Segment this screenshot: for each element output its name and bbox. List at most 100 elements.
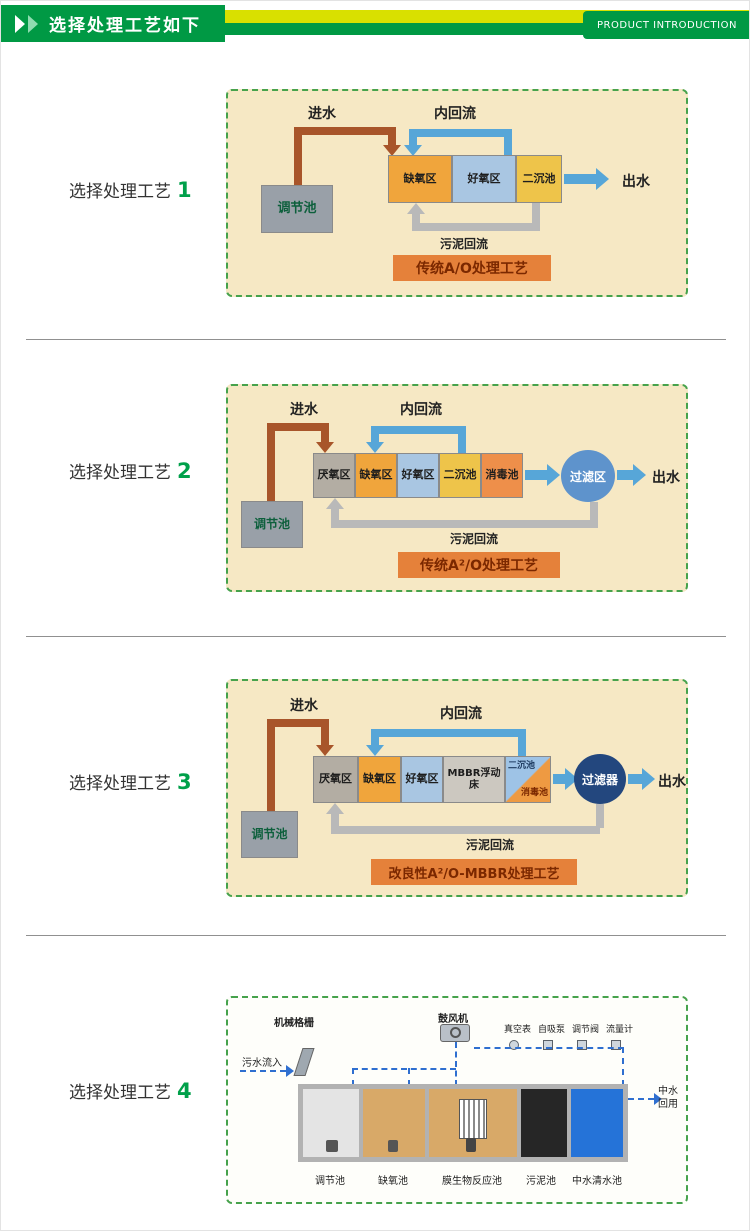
tank-label-anoxic: 缺氧池 — [378, 1176, 408, 1187]
influent-label: 进水 — [290, 402, 318, 418]
process-title: 改良性A²/O-MBBR处理工艺 — [371, 859, 577, 885]
section-number: 2 — [177, 459, 192, 483]
reflux-arrowhead — [404, 145, 422, 156]
section-divider — [26, 636, 726, 637]
effluent-label: 出水 — [652, 470, 680, 486]
pipe — [474, 1047, 624, 1049]
anoxic-tank: 缺氧区 — [388, 155, 452, 203]
influent-pipe — [294, 127, 302, 187]
sludge-pipe — [596, 804, 604, 828]
process-diagram-3: 进水 调节池 内回流 厌氧区 缺氧区 好氧区 MBBR浮动床 二沉池 消毒池 过… — [226, 679, 688, 897]
tank-label-mbr: 膜生物反应池 — [442, 1176, 502, 1187]
regulating-valve-icon — [577, 1040, 587, 1050]
internal-reflux-label: 内回流 — [440, 706, 482, 722]
section-label-text: 选择处理工艺 — [69, 463, 171, 483]
pipe — [622, 1047, 624, 1097]
regulation-tank: 调节池 — [241, 811, 298, 858]
effluent-label: 出水 — [622, 174, 650, 190]
pipe — [628, 1098, 654, 1100]
section-label-text: 选择处理工艺 — [69, 182, 171, 202]
anoxic-tank: 缺氧区 — [355, 453, 397, 498]
sludge-pipe — [331, 826, 600, 834]
pipe — [352, 1068, 354, 1086]
section-label-text: 选择处理工艺 — [69, 1083, 171, 1103]
sludge-arrowhead — [407, 203, 425, 214]
outflow-label: 中水回用 — [658, 1086, 678, 1110]
inflow-label: 污水流入 — [242, 1058, 282, 1069]
influent-pipe — [321, 431, 329, 443]
settling-disinfection-tank: 二沉池 消毒池 — [505, 756, 551, 803]
self-priming-pump-icon — [543, 1040, 553, 1050]
section-number: 4 — [177, 1079, 192, 1103]
effluent-pipe — [617, 470, 633, 480]
tank-wall — [517, 1089, 521, 1157]
process-diagram-2: 进水 调节池 内回流 厌氧区 缺氧区 好氧区 二沉池 消毒池 过滤区 出水 污泥… — [226, 384, 688, 592]
disinfection-tank: 消毒池 — [481, 453, 523, 498]
mixer-icon — [388, 1140, 398, 1152]
sludge-pipe — [532, 203, 540, 229]
flow-arrowhead — [286, 1065, 294, 1077]
tank-label-regulating: 调节池 — [315, 1176, 345, 1187]
settling-tank: 二沉池 — [439, 453, 481, 498]
aerobic-tank: 好氧区 — [401, 756, 443, 803]
sludge-pipe — [331, 813, 339, 828]
chevron-icon — [15, 14, 25, 33]
anaerobic-tank: 厌氧区 — [313, 756, 358, 803]
reflux-pipe — [371, 426, 466, 434]
effluent-arrowhead — [633, 464, 646, 486]
influent-label: 进水 — [290, 698, 318, 714]
effluent-arrowhead — [596, 168, 609, 190]
aerobic-tank: 好氧区 — [397, 453, 439, 498]
influent-arrowhead — [383, 145, 401, 156]
influent-arrowhead — [316, 442, 334, 453]
fan-icon — [450, 1027, 461, 1038]
sludge-pipe — [331, 508, 339, 522]
process-diagram-4: 机械格栅 鼓风机 真空表 自吸泵 调节阀 流量计 污水流入 — [226, 996, 688, 1204]
vacuum-gauge-icon — [509, 1040, 519, 1050]
reflux-pipe — [371, 729, 526, 737]
pipe — [408, 1068, 410, 1086]
section-2-label: 选择处理工艺 2 — [69, 458, 192, 483]
sludge-pipe — [412, 213, 420, 225]
mechanical-screen-icon — [293, 1048, 315, 1076]
process-diagram-1: 进水 调节池 内回流 缺氧区 好氧区 二沉池 出水 污泥回流 传统A/O处理工艺 — [226, 89, 688, 297]
reflux-pipe — [371, 737, 379, 746]
tank-compartment-sludge — [521, 1089, 567, 1157]
sludge-arrowhead — [326, 803, 344, 814]
reflux-pipe — [504, 129, 512, 155]
flowmeter-icon — [611, 1040, 621, 1050]
sludge-return-label: 污泥回流 — [450, 532, 499, 546]
flow-arrowhead — [654, 1093, 662, 1105]
internal-reflux-label: 内回流 — [400, 402, 442, 418]
settling-tank: 二沉池 — [516, 155, 562, 203]
self-priming-pump-label: 自吸泵 — [538, 1025, 566, 1035]
tank-wall — [567, 1089, 571, 1157]
sludge-pipe — [331, 520, 598, 528]
flow-arrowhead — [547, 464, 560, 486]
blower-label: 鼓风机 — [438, 1014, 468, 1025]
chevron-icon — [28, 14, 38, 33]
tank-label-cleanwater: 中水清水池 — [572, 1176, 622, 1187]
vacuum-gauge-label: 真空表 — [504, 1025, 532, 1035]
sludge-arrowhead — [326, 498, 344, 509]
anoxic-tank: 缺氧区 — [358, 756, 401, 803]
aerobic-tank: 好氧区 — [452, 155, 516, 203]
disinfection-label: 消毒池 — [520, 787, 548, 798]
influent-pipe — [294, 127, 396, 135]
flow-pipe — [553, 774, 565, 784]
sludge-pipe — [590, 502, 598, 526]
regulation-tank: 调节池 — [241, 501, 303, 548]
influent-pipe — [267, 719, 329, 727]
filter-unit: 过滤区 — [561, 450, 615, 502]
effluent-pipe — [628, 774, 642, 784]
page-title: 选择处理工艺如下 — [49, 16, 201, 36]
blower-icon — [440, 1024, 470, 1042]
internal-reflux-label: 内回流 — [434, 106, 476, 122]
reflux-pipe — [409, 137, 417, 146]
tank-wall — [359, 1089, 363, 1157]
tank-wall — [425, 1089, 429, 1157]
influent-pipe — [388, 131, 396, 146]
flow-pipe — [525, 470, 547, 480]
